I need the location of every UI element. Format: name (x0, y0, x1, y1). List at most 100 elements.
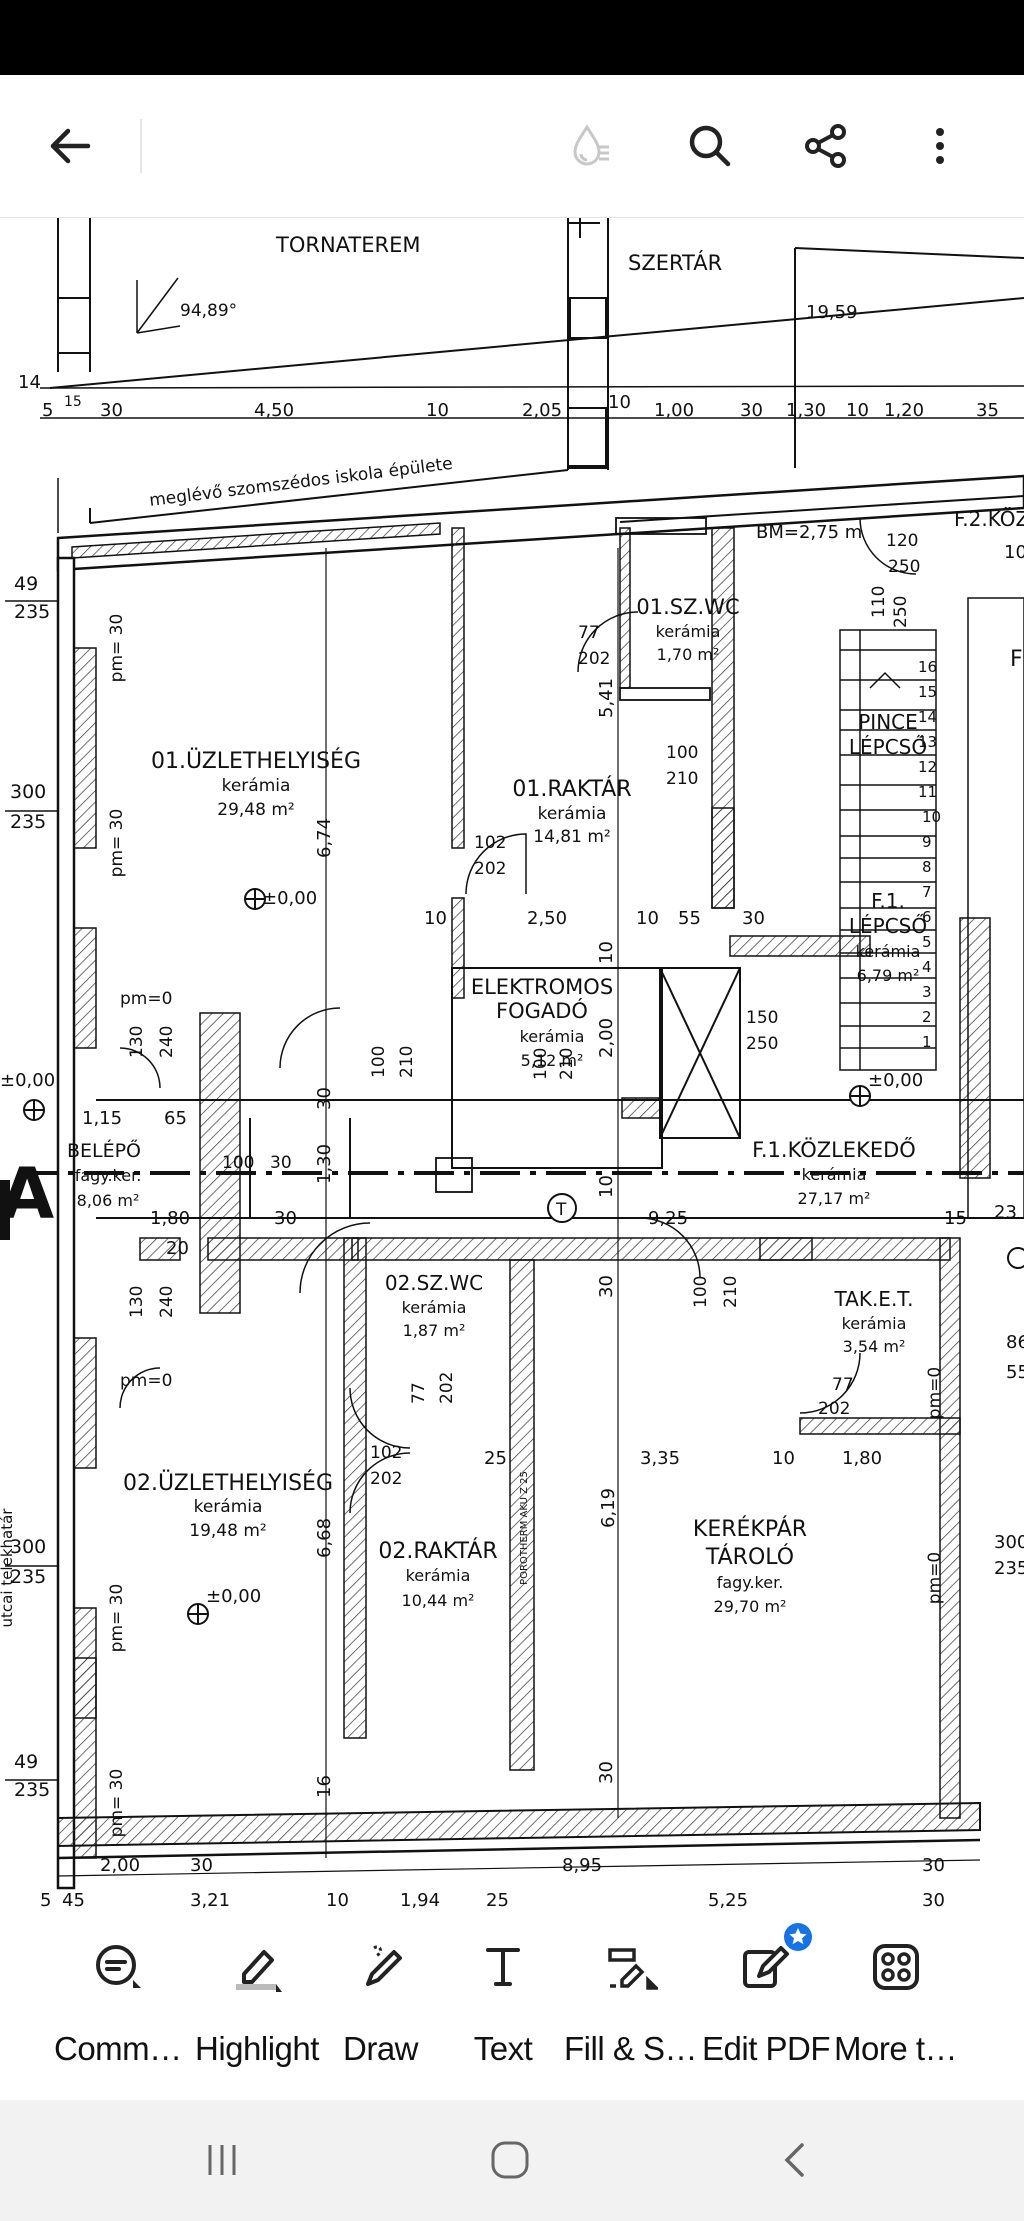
floor-plan-drawing: 94,89° TORNATEREM SZERTÁR 19,59 14 meglé… (0, 218, 1024, 1910)
svg-text:300: 300 (994, 1532, 1024, 1553)
svg-text:30: 30 (922, 1890, 945, 1910)
floor-plan-document[interactable]: 94,89° TORNATEREM SZERTÁR 19,59 14 meglé… (0, 218, 1024, 1910)
angle-label: 94,89° (180, 301, 237, 321)
room-taket: TAK.E.T. (833, 1287, 913, 1311)
svg-text:LÉPCSŐ: LÉPCSŐ (849, 914, 927, 938)
liquid-mode-icon (573, 124, 609, 166)
svg-text:kerámia: kerámia (656, 622, 721, 641)
home-button[interactable] (460, 2130, 560, 2190)
svg-text:25: 25 (486, 1890, 509, 1910)
svg-text:fagy.ker.: fagy.ker. (75, 1166, 142, 1185)
level-label-2: ±0,00 (868, 1070, 923, 1091)
pm-labels: pm= 30 pm= 30 pm= 30 pm= 30 pm=0 pm=0 pm… (107, 614, 945, 1838)
more-tools-icon (872, 1944, 919, 1990)
tool-draw[interactable]: Draw (343, 1932, 419, 2082)
svg-text:210: 210 (397, 1046, 417, 1078)
svg-text:45: 45 (62, 1890, 85, 1910)
svg-text:30: 30 (314, 1087, 335, 1110)
svg-text:150: 150 (746, 1008, 778, 1028)
svg-text:15: 15 (918, 683, 937, 701)
level-label-4: ±0,00 (0, 1070, 55, 1091)
svg-text:250: 250 (746, 1034, 778, 1054)
svg-text:100: 100 (666, 743, 698, 763)
tool-text[interactable]: Text (468, 1932, 538, 2082)
svg-text:pm= 30: pm= 30 (107, 1584, 127, 1653)
door-size-tags: 77 202 100 210 102 202 150 250 120 250 1… (127, 531, 920, 1489)
svg-text:3: 3 (922, 983, 932, 1001)
search-button[interactable] (672, 108, 748, 184)
svg-text:10: 10 (424, 908, 447, 929)
svg-text:6,74: 6,74 (314, 818, 335, 858)
svg-text:5,41: 5,41 (596, 678, 617, 718)
svg-text:10: 10 (426, 400, 449, 421)
svg-text:1,80: 1,80 (842, 1448, 882, 1469)
svg-text:1,30: 1,30 (786, 400, 826, 421)
nav-back-button[interactable] (746, 2130, 846, 2190)
svg-text:6: 6 (922, 908, 932, 926)
svg-text:kerámia: kerámia (402, 1298, 467, 1317)
svg-text:202: 202 (578, 649, 610, 669)
room-f1-lepcso: F.1. (871, 889, 905, 913)
svg-text:23: 23 (994, 1202, 1017, 1223)
tool-more-tools[interactable]: More t… (834, 1932, 958, 2082)
svg-text:kerámia: kerámia (222, 776, 291, 796)
staircase (839, 597, 1024, 1219)
svg-text:15: 15 (944, 1208, 967, 1229)
vertical-dimensions: 6,74 5,41 2,00 6,68 6,19 30 1,30 10 30 1… (314, 678, 619, 1798)
svg-text:kerámia: kerámia (842, 1314, 907, 1333)
svg-text:49: 49 (14, 573, 38, 595)
svg-text:pm= 30: pm= 30 (107, 1769, 127, 1838)
svg-text:10: 10 (1004, 542, 1024, 563)
svg-text:30: 30 (742, 908, 765, 929)
svg-text:pm= 30: pm= 30 (107, 809, 127, 878)
svg-text:25: 25 (484, 1448, 507, 1469)
home-icon (491, 2141, 529, 2179)
room-kerekpar: KERÉKPÁR (693, 1516, 807, 1542)
tool-highlight[interactable]: Highlight (195, 1932, 319, 2082)
svg-text:11: 11 (918, 783, 937, 801)
svg-text:10: 10 (846, 400, 869, 421)
recent-apps-button[interactable] (172, 2130, 272, 2190)
svg-text:2,00: 2,00 (596, 1018, 617, 1058)
svg-text:250: 250 (891, 596, 911, 628)
svg-text:240: 240 (157, 1026, 177, 1058)
svg-text:3,35: 3,35 (640, 1448, 680, 1469)
bottom-tools-bar: Comm… Highlight Draw Text Fill & S… Edit… (0, 1912, 1024, 2100)
bm-label: BM=2,75 m (756, 522, 862, 543)
svg-text:130: 130 (127, 1286, 147, 1318)
tool-edit-pdf[interactable]: Edit PDF (702, 1923, 831, 2082)
svg-text:1,00: 1,00 (654, 400, 694, 421)
svg-text:1,94: 1,94 (400, 1890, 440, 1910)
svg-text:kerámia: kerámia (856, 942, 921, 961)
svg-text:5,25: 5,25 (708, 1890, 748, 1910)
room-wc2: 02.SZ.WC (385, 1271, 483, 1295)
svg-text:30: 30 (596, 1761, 617, 1784)
bottom-dimension-string: 2,00 30 8,95 30 5 45 3,21 10 1,94 25 5,2… (40, 1855, 945, 1910)
back-button[interactable] (32, 108, 108, 184)
svg-text:210: 210 (721, 1276, 741, 1308)
svg-text:3,21: 3,21 (190, 1890, 230, 1910)
svg-text:1,15: 1,15 (82, 1108, 122, 1129)
liquid-mode-button[interactable] (553, 108, 629, 184)
svg-text:kerámia: kerámia (802, 1165, 867, 1184)
tool-comment[interactable]: Comm… (54, 1932, 182, 2082)
svg-text:1,70 m²: 1,70 m² (657, 645, 720, 664)
room-raktar1-name: 01.RAKTÁR (512, 776, 631, 802)
svg-text:300: 300 (10, 781, 46, 803)
toolbar-divider (140, 119, 142, 173)
dim-1959: 19,59 (806, 302, 858, 323)
room-raktar2-name: 02.RAKTÁR (378, 1538, 497, 1564)
svg-text:30: 30 (270, 1153, 292, 1173)
svg-text:235: 235 (994, 1558, 1024, 1579)
wall-type-label: POROTHERM AKU Z 25 (519, 1471, 530, 1585)
svg-text:1,30: 1,30 (314, 1144, 335, 1184)
share-button[interactable] (788, 108, 864, 184)
svg-text:pm= 30: pm= 30 (107, 614, 127, 683)
svg-text:55: 55 (1006, 1362, 1024, 1383)
share-icon (805, 124, 846, 168)
room-uzlet2-name: 02.ÜZLETHELYISÉG (123, 1470, 333, 1496)
svg-text:3,54 m²: 3,54 m² (843, 1337, 906, 1356)
overflow-menu-button[interactable] (902, 108, 978, 184)
tool-fill-sign[interactable]: Fill & S… (564, 1932, 698, 2082)
search-icon (689, 125, 731, 167)
